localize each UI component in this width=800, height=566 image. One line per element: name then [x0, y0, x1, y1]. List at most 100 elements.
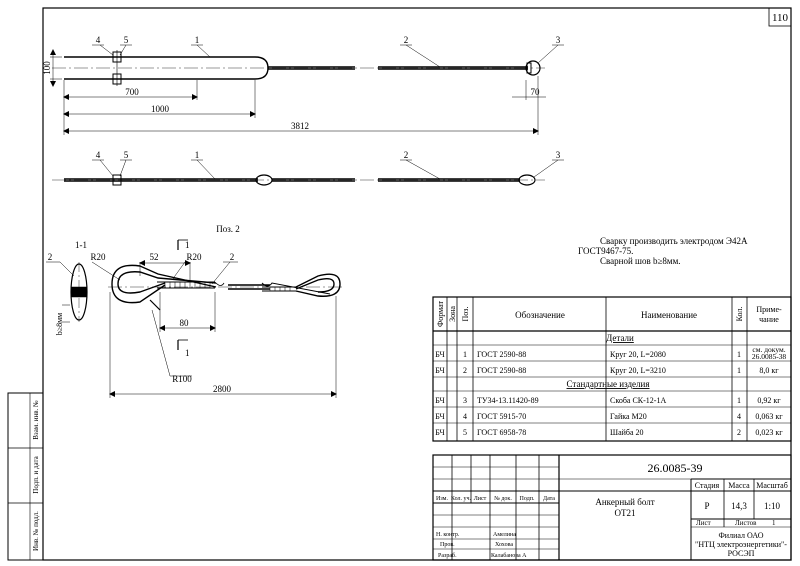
tb-col-doc: № док.: [494, 496, 512, 502]
dim-2800: 2800: [213, 384, 232, 394]
svg-text:1: 1: [463, 350, 467, 359]
svg-text:0,023 кг: 0,023 кг: [755, 428, 783, 437]
callout-mid-4: 4: [96, 150, 101, 160]
org-line-1: Филиал ОАО: [718, 531, 763, 540]
svg-text:см. докум.: см. докум.: [752, 345, 785, 354]
stage-value: Р: [704, 501, 709, 511]
note-line-1: Сварку производить электродом Э42А: [600, 236, 748, 246]
pos-label: Поз. 2: [216, 224, 240, 234]
spec-row: БЧ 5 ГОСТ 6958-78 Шайба 20 2 0,023 кг: [435, 428, 783, 437]
spec-header-pos: Поз.: [461, 307, 470, 322]
section-mark-bottom: 1: [185, 348, 190, 358]
sheet-number-box: [768, 7, 792, 27]
callout-mid-3: 3: [556, 150, 561, 160]
callout-detail-2: 2: [230, 252, 235, 262]
svg-text:1: 1: [737, 396, 741, 405]
tb-col-kol: Кол. уч.: [451, 496, 472, 502]
dim-100: 100: [42, 61, 52, 75]
callout-top-2: 2: [404, 35, 409, 45]
svg-text:1: 1: [737, 350, 741, 359]
person-role: Пров.: [440, 542, 455, 548]
sheet-number: 110: [772, 12, 789, 24]
spec-row: БЧ 1 ГОСТ 2590-88 Круг 20, L=2080 1 см. …: [435, 345, 786, 361]
scale-label: Масштаб: [756, 481, 788, 490]
outer-frame: [42, 7, 792, 561]
item-title-1: Анкерный болт: [595, 497, 654, 507]
svg-text:ГОСТ 6958-78: ГОСТ 6958-78: [477, 428, 526, 437]
note-line-2: ГОСТ9467-75.: [578, 246, 633, 256]
dim-r20-left: R20: [90, 252, 106, 262]
svg-text:4: 4: [463, 412, 467, 421]
spec-section-standard: Стандартные изделия: [567, 379, 650, 389]
mass-value: 14,3: [731, 501, 747, 511]
spec-header-note-a: Приме-: [756, 305, 782, 314]
stamp-original-inv: Инв. № подл.: [32, 511, 40, 551]
svg-text:Скоба СК-12-1А: Скоба СК-12-1А: [610, 396, 666, 405]
spec-header-note-b: чание: [759, 315, 779, 324]
dim-52: 52: [150, 252, 159, 262]
note-line-3: Сварной шов b≥8мм.: [600, 256, 681, 266]
callout-top-3: 3: [556, 35, 561, 45]
svg-text:ГОСТ 5915-70: ГОСТ 5915-70: [477, 412, 526, 421]
detail-pos2: [91, 239, 345, 398]
side-stamp-grid: [7, 392, 44, 561]
svg-text:БЧ: БЧ: [435, 366, 444, 375]
spec-row: БЧ 3 ТУ34-13.11420-89 Скоба СК-12-1А 1 0…: [435, 396, 781, 405]
dim-80: 80: [180, 318, 190, 328]
svg-text:26.0085-38: 26.0085-38: [752, 352, 787, 361]
svg-text:8,0 кг: 8,0 кг: [759, 366, 779, 375]
org-line-3: РОСЭП: [728, 549, 755, 558]
title-block-grid: [432, 454, 792, 561]
dim-70: 70: [531, 87, 541, 97]
svg-text:Круг 20, L=2080: Круг 20, L=2080: [610, 350, 666, 359]
sheets-value: 1: [772, 519, 776, 527]
dim-r100: R100: [172, 374, 192, 384]
svg-text:2: 2: [463, 366, 467, 375]
section-mark-top: 1: [185, 240, 190, 250]
tb-col-izm: Изм.: [436, 496, 448, 502]
svg-text:БЧ: БЧ: [435, 350, 444, 359]
stamp-replacement: Взам. инв. №: [32, 400, 40, 440]
item-title-2: ОТ21: [615, 508, 636, 518]
spec-table-grid: [432, 296, 792, 442]
callout-top-5: 5: [124, 35, 129, 45]
spec-header-format: Формат: [436, 300, 445, 327]
svg-text:Круг 20, L=3210: Круг 20, L=3210: [610, 366, 666, 375]
section-label: 1-1: [75, 240, 87, 250]
person-name: Хохова: [495, 542, 513, 548]
sheet-label: Лист: [696, 519, 711, 527]
svg-text:ТУ34-13.11420-89: ТУ34-13.11420-89: [477, 396, 539, 405]
svg-text:Гайка М20: Гайка М20: [610, 412, 647, 421]
dim-r20-right: R20: [186, 252, 202, 262]
mass-label: Масса: [728, 481, 750, 490]
svg-text:Шайба 20: Шайба 20: [610, 428, 644, 437]
spec-header-zone: Зона: [448, 306, 457, 322]
callout-section-2: 2: [48, 252, 53, 262]
dim-1000: 1000: [151, 104, 170, 114]
svg-text:БЧ: БЧ: [435, 396, 444, 405]
scale-value: 1:10: [764, 501, 781, 511]
weld-size: b≥8мм: [55, 313, 64, 336]
spec-section-details: Детали: [606, 333, 634, 343]
dim-700: 700: [125, 87, 139, 97]
stamp-signature-date: Подп. и дата: [32, 455, 40, 493]
dim-3812: 3812: [291, 121, 309, 131]
spec-header-name: Наименование: [641, 310, 697, 320]
svg-text:1: 1: [737, 366, 741, 375]
svg-text:БЧ: БЧ: [435, 412, 444, 421]
spec-header-qty: Кол.: [735, 307, 744, 322]
person-role: Н. контр.: [436, 532, 460, 538]
org-line-2: "НТЦ электроэнергетики"-: [695, 540, 787, 549]
spec-row: БЧ 4 ГОСТ 5915-70 Гайка М20 4 0,063 кг: [435, 412, 783, 421]
svg-text:ГОСТ 2590-88: ГОСТ 2590-88: [477, 366, 526, 375]
top-view: [50, 44, 564, 135]
sheets-label: Листов: [735, 519, 757, 527]
spec-header-designation: Обозначение: [515, 310, 565, 320]
svg-text:ГОСТ 2590-88: ГОСТ 2590-88: [477, 350, 526, 359]
section-1-1: [46, 261, 88, 323]
spec-row: БЧ 2 ГОСТ 2590-88 Круг 20, L=3210 1 8,0 …: [435, 366, 779, 375]
tb-col-date: Дата: [543, 496, 555, 502]
svg-text:0,92 кг: 0,92 кг: [757, 396, 781, 405]
callout-top-4: 4: [96, 35, 101, 45]
